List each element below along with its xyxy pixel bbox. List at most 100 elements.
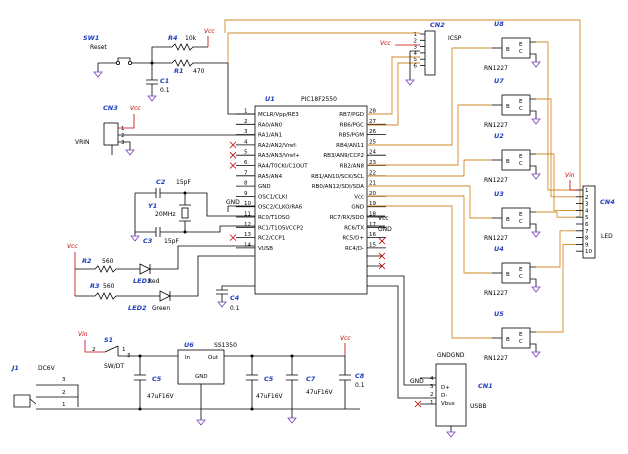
svg-text:3: 3 [430,384,434,390]
u6-regulator [177,349,225,385]
svg-text:2: 2 [121,133,125,139]
c2-ref: C2 [156,178,166,186]
cn1-top-label: GNDGND [437,352,465,359]
cn3-gnd-wire [118,141,131,150]
svg-text:D+: D+ [441,385,450,391]
c7-value: 47uF16V [306,389,334,396]
y1-ref: Y1 [148,202,157,210]
cn1-gnd-label: GND [410,378,424,385]
u1-pin-12-number: 12 [244,222,251,228]
u1-pin-25-number: 25 [369,139,376,145]
ground-symbol [217,301,227,308]
cn2-name: ICSP [448,35,462,42]
u1-pin-10-number: 10 [244,201,251,207]
c3-ref: C3 [143,237,153,245]
cn4-pin-10-number: 10 [585,249,592,255]
cn4-pin-4-number: 4 [585,208,589,214]
r4-resistor [151,43,208,63]
gnd-label: GND [226,199,240,206]
u1-pin-13-number: 13 [244,232,251,238]
c3-capacitor [135,225,255,237]
relay-wiring: Vcc GND [367,47,492,399]
cn4-pin-2-number: 2 [585,195,589,201]
u1-chip: U1 PIC18F2550 1MCLR/Vpp/RE32RA0/AN03RA1/… [229,95,386,295]
u1-pin-23-number: 23 [369,160,376,166]
svg-text:1: 1 [62,402,66,408]
sw1-ref: SW1 [83,34,99,42]
svg-text:In: In [185,355,191,361]
y1-value: 20MHz [155,211,175,218]
u1-pin-4-number: 4 [244,139,248,145]
cn4-pin-9-number: 9 [585,242,589,248]
u1-pin-28-number: 28 [369,109,376,115]
u1-pin-14-label: VUSB [258,246,273,252]
power-supply: J1 DC6V 3 2 1 Vin S1 2 1 3 SW/DT U6 SS13… [10,331,365,426]
u1-pin-10-label: OSC2/CLKO/RA6 [258,205,303,211]
c8-capacitor [339,356,351,409]
u1-pin-24-label: RB3/AN9/CCP2 [323,153,364,159]
r1-value: 470 [193,68,205,75]
relay-pin-e: E [519,267,523,273]
c4-value: 0.1 [230,305,240,312]
u1-pin-27-number: 27 [369,119,376,125]
relay-output-wire [536,98,576,198]
led2-color: Green [152,305,170,312]
u1-pin-11-label: RC0/T1OSO [258,215,290,221]
svg-text:3: 3 [121,140,125,146]
c4-capacitor: C4 0.1 [216,285,255,312]
relay-pin-b: B [506,217,510,223]
vcc-pin-label: Vcc [378,215,389,222]
u1-pin-19-label: GND [351,205,364,211]
u1-pin-11-number: 11 [244,212,251,218]
cn3-connector: CN3 Vcc VRIN 1 2 3 [75,104,255,156]
u1-pin-9-label: OSC1/CLKI [258,194,288,200]
vcc-label: Vcc [204,28,215,35]
r2-value: 560 [102,258,114,265]
relay-ref: U8 [494,20,504,28]
c1-capacitor [146,63,158,96]
relay-pin-b: B [506,272,510,278]
cn4-pin-5-number: 5 [585,215,589,221]
sw1-contact-b [127,61,132,66]
cn4-body [582,185,596,259]
u6-ref: U6 [184,341,194,349]
u1-pin-8-number: 8 [244,181,248,187]
u1-ref: U1 [265,95,275,103]
y1-crystal [181,207,189,219]
vcc-label: Vcc [130,105,141,112]
icsp-mclr-wire [227,32,420,63]
u1-pin-22-number: 22 [369,170,376,176]
u1-pin-6-number: 6 [244,160,248,166]
relay-pin-b: B [506,159,510,165]
relay-part: RN1227 [484,65,508,72]
r3-ref: R3 [90,282,100,290]
cn3-body [103,122,119,146]
gnd-pin-label: GND [378,226,392,233]
j1-jack [13,394,37,408]
u1-pin-3-label: RA1/AN1 [258,133,282,139]
u1-pin-27-label: RB6/PGC [340,122,365,128]
cn3-name: VRIN [75,139,90,146]
status-leds: Vcc R2 560 LED1 Red R3 560 LED2 Green [67,243,255,312]
c5b-capacitor [246,356,258,409]
c7-ref: C7 [306,375,316,383]
relay-group: U8BECRN1227U7BECRN1227U2BECRN1227U3BECRN… [224,19,581,362]
relay-output-wire [536,41,576,191]
ground-symbol [130,235,140,242]
cn1-ref: CN1 [478,382,493,390]
relay-pin-e: E [519,332,523,338]
svg-text:D-: D- [441,393,447,399]
u1-pin-13-label: RC2/CCP1 [258,236,285,242]
relay-ref: U3 [494,190,504,198]
relay-pin-c: C [519,49,523,55]
u1-pin-28-label: RB7/PGD [339,112,364,118]
r2-resistor [75,265,140,273]
u1-pin-18-number: 18 [369,212,376,218]
relay-pin-b: B [506,104,510,110]
vcc-label: Vcc [380,40,391,47]
icsp-pgc-wire [367,62,420,126]
svg-text:2: 2 [62,390,66,396]
